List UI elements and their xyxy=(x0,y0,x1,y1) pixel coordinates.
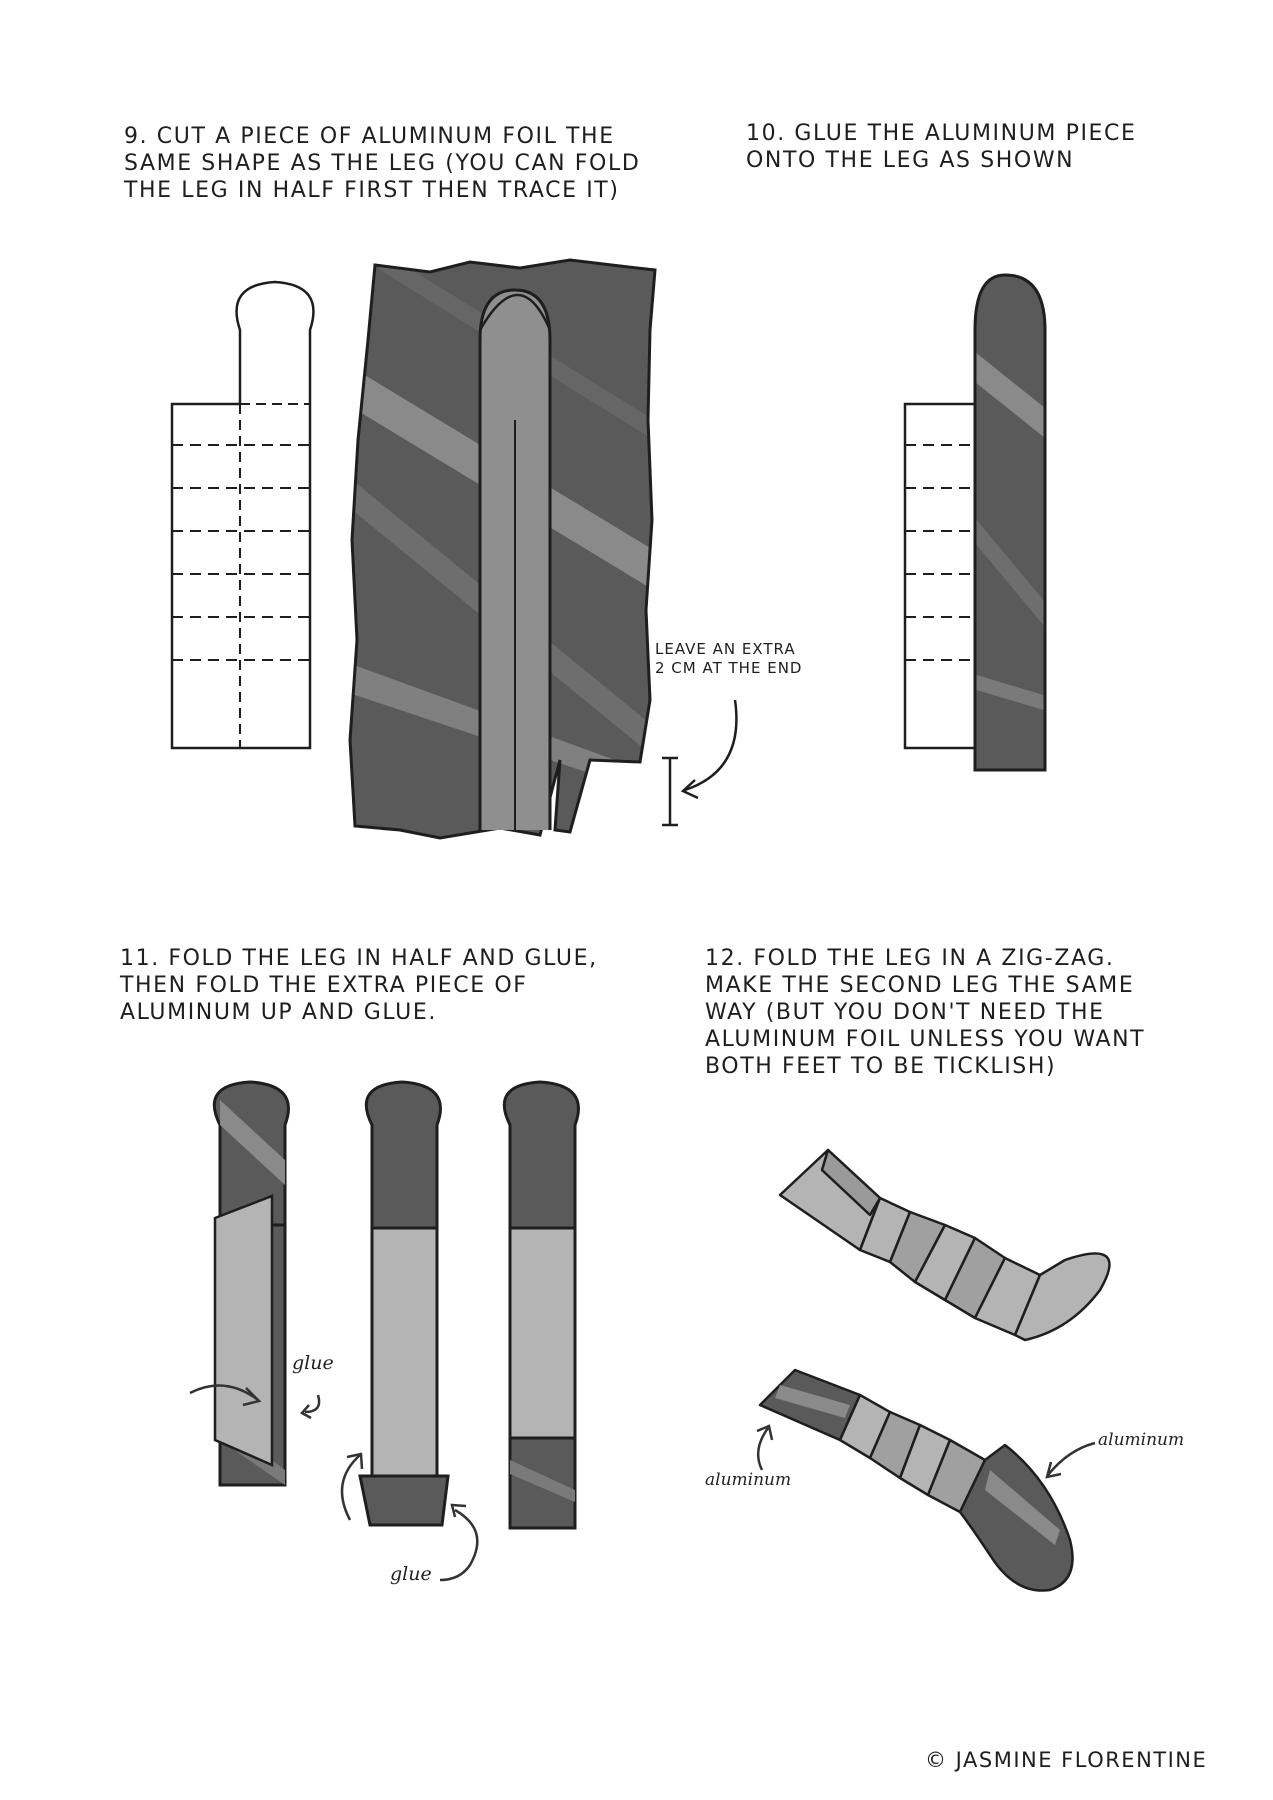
step9-paper-leg xyxy=(170,280,315,750)
glue-label-bottom: glue xyxy=(390,1563,432,1585)
step10-paper-half xyxy=(903,402,981,750)
step10-foil-leg xyxy=(973,273,1047,772)
step12-zigzag-plain xyxy=(778,1148,1111,1342)
step9-caption: 9. Cut a piece of aluminum foil the same… xyxy=(124,124,641,203)
step12-zigzag-foil xyxy=(758,1368,1074,1592)
step11-leg-a xyxy=(212,1080,290,1487)
aluminum-arrows xyxy=(756,1424,1096,1479)
step11-caption: 11. Fold the leg in half and glue, then … xyxy=(120,946,598,1025)
extra-length-note: LEAVE AN EXTRA 2 CM AT THE END xyxy=(655,640,803,677)
fold-up-arrow xyxy=(340,1452,479,1582)
aluminum-label-right: aluminum xyxy=(1098,1430,1185,1450)
step11-leg-b xyxy=(358,1080,450,1527)
step11-leg-c xyxy=(502,1080,580,1530)
glue-label-side: glue xyxy=(292,1352,334,1374)
step12-caption: 12. Fold the leg in a zig-zag. Make the … xyxy=(705,946,1146,1079)
extra-length-marker xyxy=(662,699,738,827)
aluminum-label-left: aluminum xyxy=(705,1470,792,1490)
glue-arrow-a xyxy=(189,1384,321,1420)
step9-foil-sheet xyxy=(348,258,657,840)
step10-caption: 10. Glue the aluminum piece onto the leg… xyxy=(746,121,1137,173)
copyright-credit: © JASMINE FLORENTINE xyxy=(925,1748,1208,1772)
